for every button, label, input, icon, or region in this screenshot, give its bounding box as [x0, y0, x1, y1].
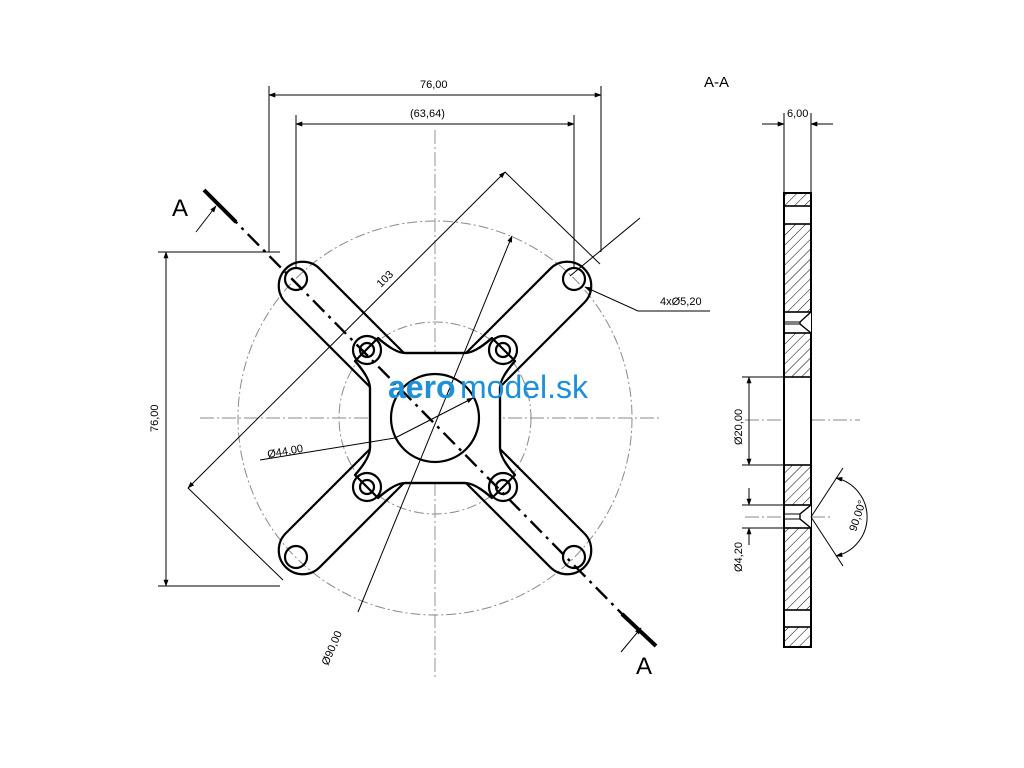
dimension-lines [158, 86, 710, 613]
section-marker-top: A [172, 195, 188, 222]
brand-logo: aero model.sk [388, 369, 589, 405]
section-title: A-A [704, 74, 729, 91]
dim-thickness: 6,00 [787, 108, 808, 120]
dim-countersink-hole: Ø4,20 [733, 542, 745, 572]
dim-bore: Ø20,00 [733, 409, 745, 445]
dim-width-outer: 76,00 [420, 79, 448, 91]
logo-part-a: aero [388, 369, 456, 405]
dim-height: 76,00 [149, 404, 161, 432]
dim-width-inner: (63,64) [410, 108, 445, 120]
section-dimension-lines [742, 113, 868, 567]
logo-part-b: model.sk [460, 369, 589, 405]
section-view [783, 192, 812, 648]
section-marker-bottom: A [636, 653, 652, 680]
dim-holes: 4xØ5,20 [660, 296, 702, 308]
